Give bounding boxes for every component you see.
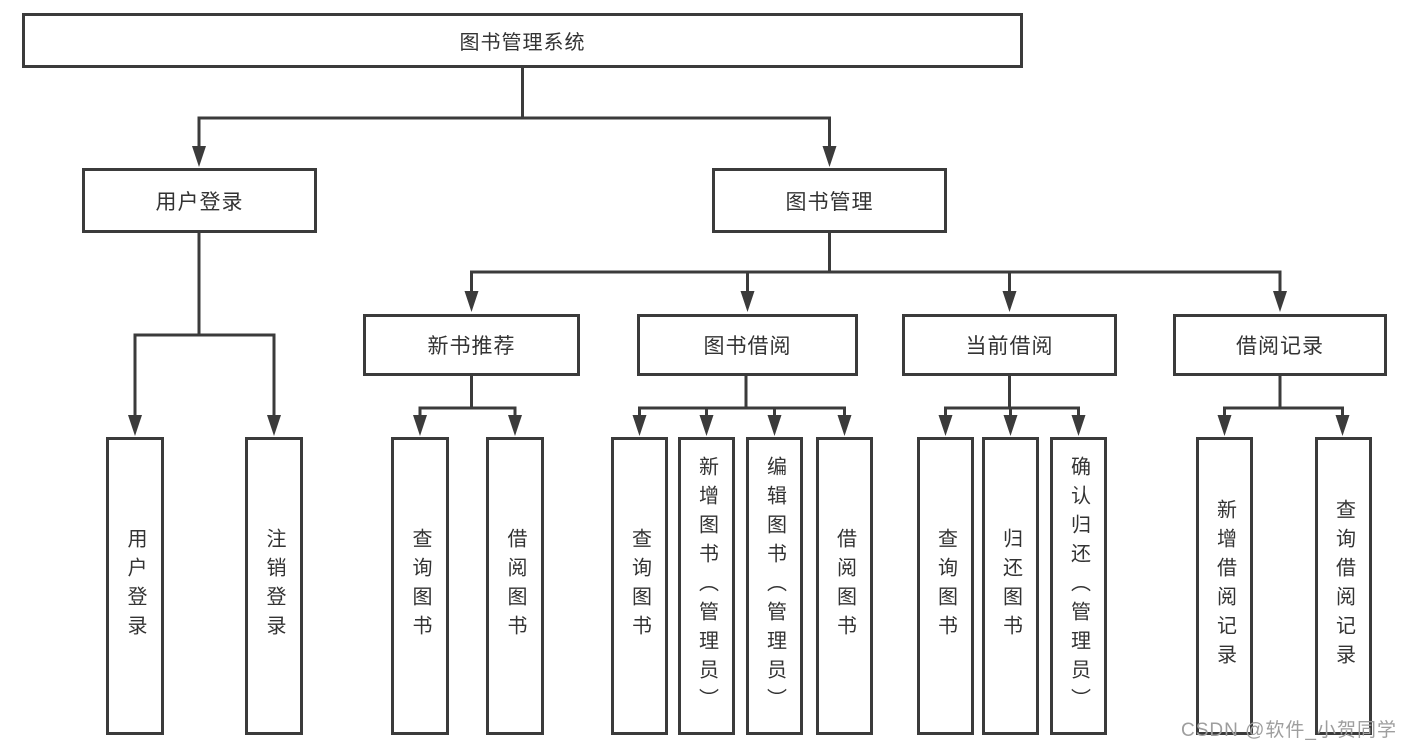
leaf-borrow-query-books-label: 查询图书 [628,528,651,644]
leaf-current-confirm-return-admin: 确认归还（管理员） [1050,437,1107,735]
node-current-borrowing-label: 当前借阅 [965,335,1054,358]
node-new-book-recommend-label: 新书推荐 [427,335,516,358]
node-root-label: 图书管理系统 [459,32,586,54]
leaf-records-add-record-label: 新增借阅记录 [1213,499,1236,673]
node-book-management: 图书管理 [712,168,947,233]
node-book-borrowing: 图书借阅 [637,314,858,376]
leaf-current-return-books-label: 归还图书 [999,528,1022,644]
leaf-logout-login-label: 注销登录 [263,528,285,644]
leaf-user-login: 用户登录 [106,437,164,735]
leaf-newbook-borrow-books: 借阅图书 [486,437,544,735]
leaf-borrow-query-books: 查询图书 [611,437,668,735]
node-user-login-label: 用户登录 [155,190,244,214]
leaf-records-add-record: 新增借阅记录 [1196,437,1253,735]
node-new-book-recommend: 新书推荐 [363,314,580,376]
leaf-borrow-borrow-books-label: 借阅图书 [833,528,856,644]
leaf-user-login-label: 用户登录 [124,528,146,644]
leaf-borrow-borrow-books: 借阅图书 [816,437,873,735]
leaf-newbook-query-books: 查询图书 [391,437,449,735]
node-current-borrowing: 当前借阅 [902,314,1117,376]
node-root: 图书管理系统 [22,13,1023,68]
node-book-borrowing-label: 图书借阅 [703,335,792,358]
node-user-login: 用户登录 [82,168,317,233]
leaf-records-query-record: 查询借阅记录 [1315,437,1372,735]
leaf-current-query-books-label: 查询图书 [934,528,957,644]
leaf-borrow-add-books-admin: 新增图书（管理员） [678,437,735,735]
leaf-current-query-books: 查询图书 [917,437,974,735]
watermark-text: CSDN @软件_小贺同学 [1181,720,1397,741]
node-borrowing-records: 借阅记录 [1173,314,1387,376]
leaf-current-confirm-return-admin-label: 确认归还（管理员） [1067,455,1090,717]
node-borrowing-records-label: 借阅记录 [1236,335,1324,358]
leaf-borrow-add-books-admin-label: 新增图书（管理员） [695,455,718,717]
leaf-newbook-query-books-label: 查询图书 [409,528,431,644]
leaf-borrow-edit-books-admin-label: 编辑图书（管理员） [763,455,786,717]
node-book-management-label: 图书管理 [785,190,874,214]
leaf-records-query-record-label: 查询借阅记录 [1332,499,1355,673]
leaf-current-return-books: 归还图书 [982,437,1039,735]
leaf-borrow-edit-books-admin: 编辑图书（管理员） [746,437,803,735]
leaf-newbook-borrow-books-label: 借阅图书 [504,528,526,644]
leaf-logout-login: 注销登录 [245,437,303,735]
